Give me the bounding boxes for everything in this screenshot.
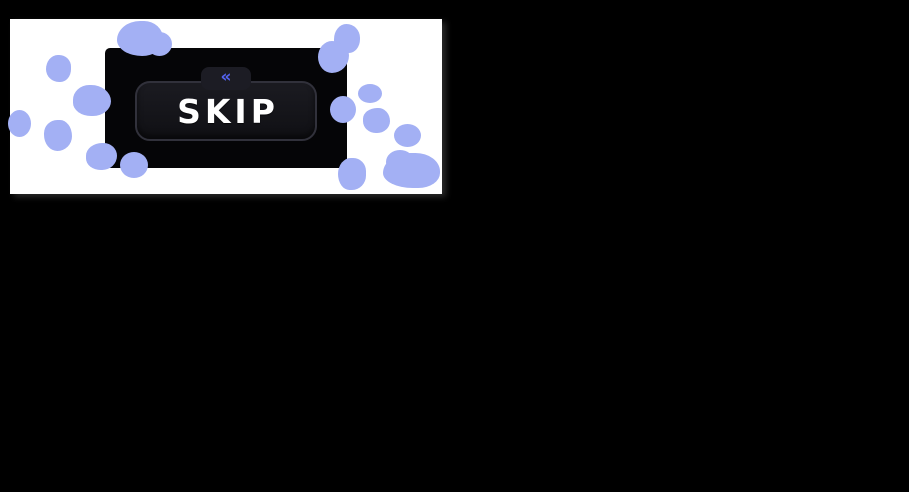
collapse-tab[interactable]: « (201, 67, 251, 90)
skip-button[interactable]: SKIP (135, 81, 317, 141)
double-chevron-left-icon: « (220, 67, 232, 87)
skip-button-label: SKIP (177, 91, 279, 131)
skip-overlay: « SKIP (105, 48, 347, 168)
ad-panel: « SKIP (10, 19, 442, 194)
